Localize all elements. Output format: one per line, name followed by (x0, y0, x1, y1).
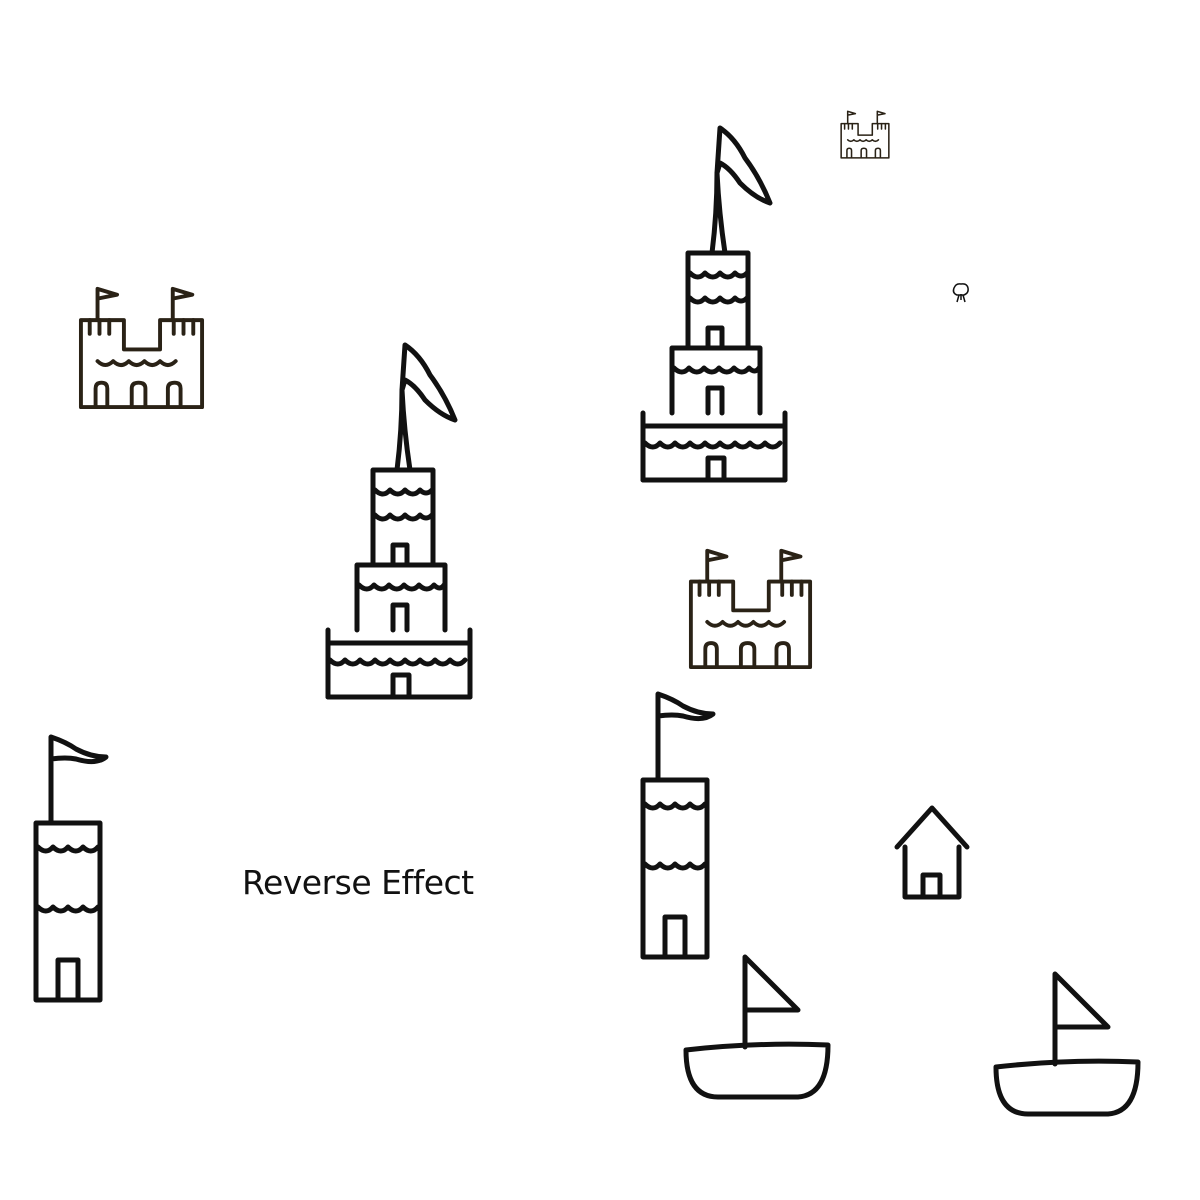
castle-piece[interactable] (78, 286, 205, 410)
boat-piece[interactable] (686, 957, 828, 1097)
castle-piece-small[interactable] (840, 110, 890, 159)
reverse-effect-label: Reverse Effect (242, 863, 474, 902)
tall-tower-piece[interactable] (328, 345, 470, 697)
house-piece[interactable] (897, 808, 967, 897)
tall-tower-piece[interactable] (643, 128, 785, 480)
castle-piece[interactable] (688, 548, 813, 670)
boat-piece[interactable] (996, 974, 1138, 1114)
small-tower-piece[interactable] (36, 737, 106, 1000)
small-tower-piece[interactable] (643, 694, 713, 957)
tree-piece[interactable] (952, 283, 969, 303)
